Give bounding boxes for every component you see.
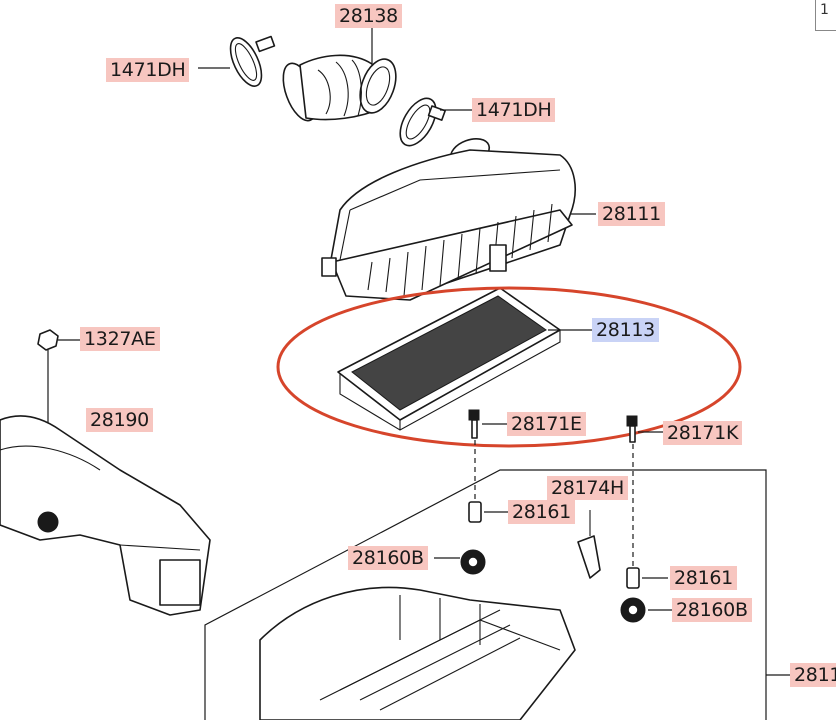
label-28161-left[interactable]: 28161 — [508, 500, 575, 524]
bolt-28171k-part[interactable] — [626, 415, 638, 443]
label-28111[interactable]: 28111 — [598, 202, 665, 226]
label-28171e[interactable]: 28171E — [507, 412, 586, 436]
label-28161-right[interactable]: 28161 — [670, 566, 737, 590]
grommet-right-part[interactable] — [620, 597, 646, 623]
clip-part[interactable] — [577, 510, 601, 579]
highlight-ellipse — [276, 286, 742, 448]
hose-clamp-left-part[interactable] — [224, 33, 276, 90]
label-28138[interactable]: 28138 — [335, 4, 402, 28]
label-28160b-left[interactable]: 28160B — [348, 546, 428, 570]
intake-duct-part[interactable] — [0, 415, 211, 616]
label-28171k[interactable]: 28171K — [663, 421, 743, 445]
air-hose-part[interactable] — [277, 54, 403, 125]
grommet-left-part[interactable] — [460, 549, 486, 575]
label-28174h[interactable]: 28174H — [547, 476, 628, 500]
corner-box: 1 — [815, 0, 836, 31]
label-1471dh-left[interactable]: 1471DH — [106, 58, 190, 82]
bushing-right-part[interactable] — [626, 567, 640, 589]
hose-clamp-right-part[interactable] — [393, 92, 446, 151]
air-filter-element-part[interactable] — [337, 287, 561, 431]
bolt-28171e-part[interactable] — [468, 409, 480, 439]
label-28160b-right[interactable]: 28160B — [672, 598, 752, 622]
bushing-left-part[interactable] — [468, 501, 482, 523]
label-1471dh-right[interactable]: 1471DH — [472, 98, 556, 122]
label-1327ae[interactable]: 1327AE — [80, 327, 160, 351]
lower-body-part[interactable] — [259, 586, 576, 720]
label-28190[interactable]: 28190 — [86, 408, 153, 432]
upper-cover-part[interactable] — [321, 134, 576, 301]
label-2811[interactable]: 2811 — [790, 663, 836, 687]
label-28113[interactable]: 28113 — [592, 318, 659, 342]
